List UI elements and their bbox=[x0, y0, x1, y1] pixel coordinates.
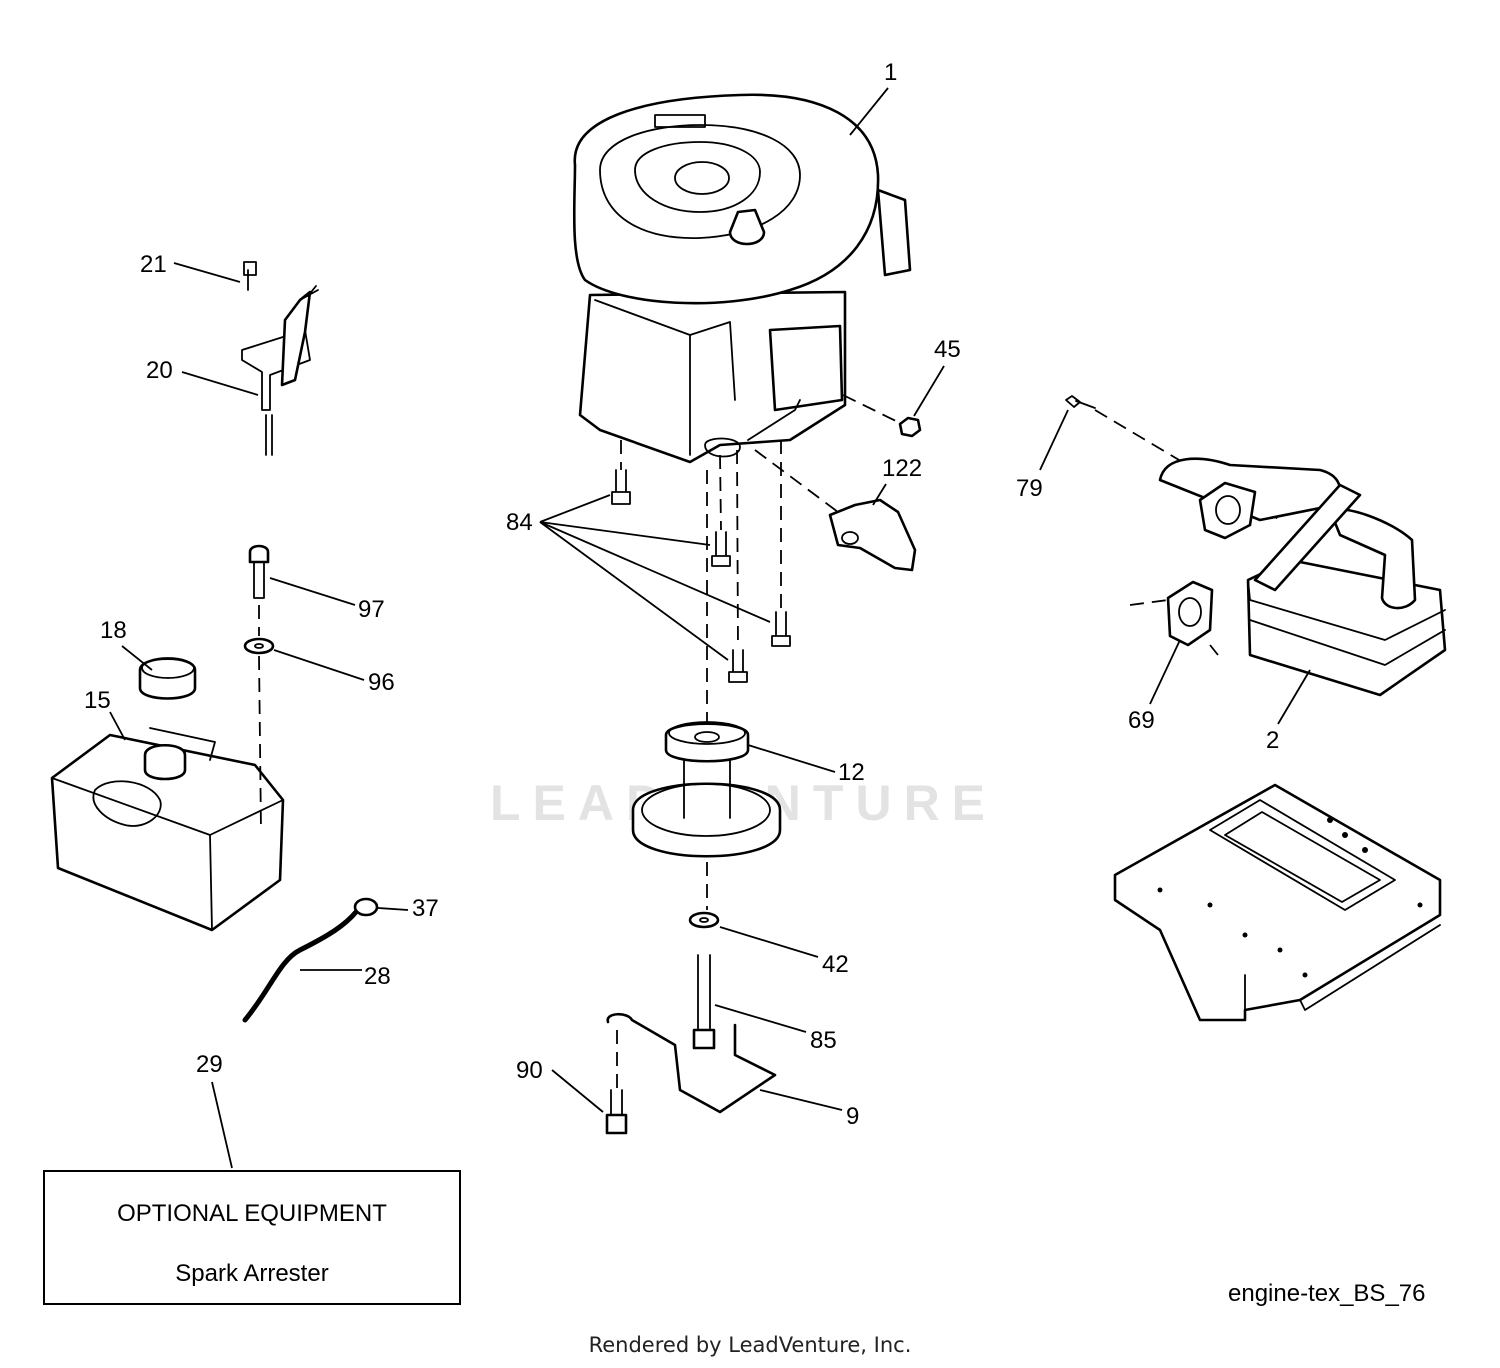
engine-mount-plate[interactable] bbox=[1113, 783, 1442, 1022]
engine-bolts[interactable] bbox=[611, 469, 791, 683]
callout-1: 1 bbox=[884, 59, 897, 86]
fuel-line[interactable] bbox=[242, 909, 359, 1023]
pulley-guide[interactable] bbox=[606, 1012, 777, 1114]
footer-credit: Rendered by LeadVenture, Inc. bbox=[588, 1333, 912, 1357]
callout-122: 122 bbox=[882, 455, 922, 482]
tank-washer[interactable] bbox=[243, 637, 275, 655]
callout-9: 9 bbox=[846, 1103, 859, 1130]
engine[interactable] bbox=[572, 93, 912, 464]
callout-12: 12 bbox=[838, 759, 865, 786]
fuel-cap[interactable] bbox=[138, 657, 197, 700]
callout-96: 96 bbox=[368, 669, 395, 696]
tank-screw[interactable] bbox=[248, 544, 270, 599]
callout-97: 97 bbox=[358, 596, 385, 623]
callout-18: 18 bbox=[100, 617, 127, 644]
optional-equipment-item: Spark Arrester bbox=[175, 1260, 329, 1287]
diagram-code: engine-tex_BS_76 bbox=[1228, 1280, 1426, 1307]
callout-90: 90 bbox=[516, 1057, 543, 1084]
engine-pulley[interactable] bbox=[631, 721, 782, 858]
callout-85: 85 bbox=[810, 1027, 837, 1054]
heat-shield[interactable] bbox=[828, 498, 917, 572]
pulley-bolt[interactable] bbox=[692, 954, 716, 1050]
hose-clamp[interactable] bbox=[353, 897, 379, 917]
callout-20: 20 bbox=[146, 357, 173, 384]
callout-29: 29 bbox=[196, 1051, 223, 1078]
fuel-tank[interactable] bbox=[50, 727, 285, 932]
guide-bolt[interactable] bbox=[605, 1089, 628, 1135]
callout-2: 2 bbox=[1266, 727, 1279, 754]
washer[interactable] bbox=[688, 911, 720, 929]
nut[interactable] bbox=[898, 416, 922, 438]
callout-21: 21 bbox=[140, 251, 167, 278]
muffler[interactable] bbox=[1158, 457, 1447, 697]
throttle-control[interactable] bbox=[241, 261, 319, 456]
muffler-bolt[interactable] bbox=[1065, 395, 1096, 409]
optional-equipment-box: OPTIONAL EQUIPMENT Spark Arrester bbox=[43, 1170, 461, 1305]
callout-45: 45 bbox=[934, 336, 961, 363]
callout-15: 15 bbox=[84, 687, 111, 714]
gasket[interactable] bbox=[1166, 580, 1214, 647]
callout-69: 69 bbox=[1128, 707, 1155, 734]
callout-42: 42 bbox=[822, 951, 849, 978]
callout-28: 28 bbox=[364, 963, 391, 990]
callout-84: 84 bbox=[506, 509, 533, 536]
exhaust-gasket[interactable] bbox=[1198, 481, 1257, 540]
callout-37: 37 bbox=[412, 895, 439, 922]
callout-79: 79 bbox=[1016, 475, 1043, 502]
optional-equipment-title: OPTIONAL EQUIPMENT bbox=[117, 1200, 387, 1227]
